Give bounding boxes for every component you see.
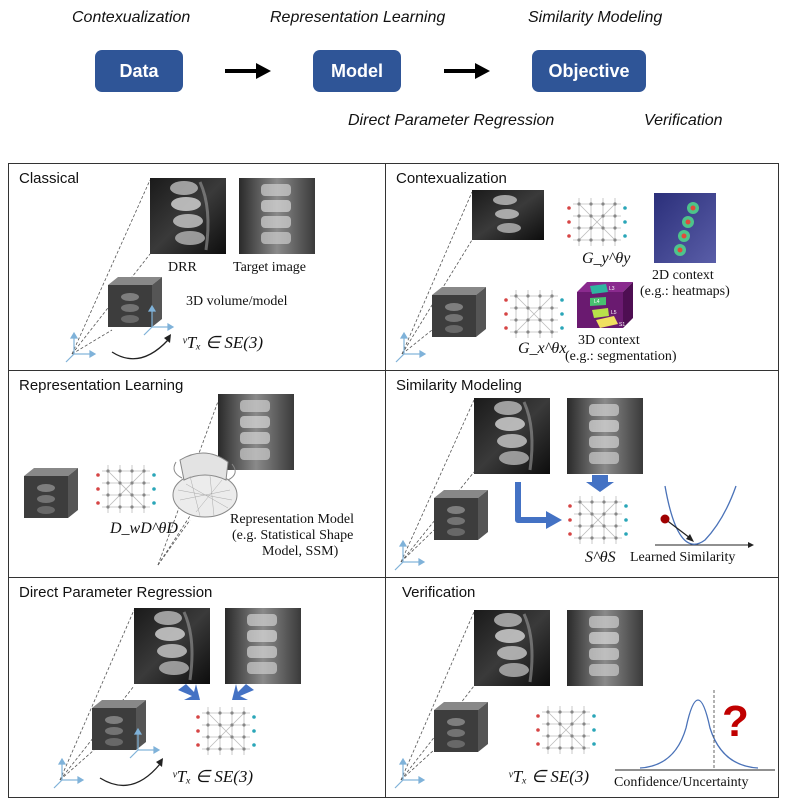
volume-cube (434, 702, 488, 752)
stage-similarity-modeling: Similarity Modeling (528, 9, 663, 26)
target-image (239, 178, 315, 254)
target-caption: Target image (233, 260, 307, 275)
target-image (567, 398, 643, 474)
gy-network-icon (566, 197, 628, 247)
stage-direct-parameter-regression: Direct Parameter Regression (348, 112, 555, 129)
target-image (225, 608, 301, 684)
volume-caption: 3D volume/model (186, 294, 288, 309)
similarity-curve (664, 485, 737, 545)
transform-formula: ᵛTₓ ∈ SE(3) (172, 767, 254, 786)
transform-formula: ᵛTₓ ∈ SE(3) (182, 333, 264, 352)
volume-cube (432, 287, 486, 337)
drr-to-network-arrow (178, 684, 200, 700)
pipeline-arrows (225, 63, 490, 79)
s-symbol: S^θS (585, 549, 616, 566)
panel-title: Verification (402, 584, 476, 601)
rep-model-line1: Representation Model (230, 512, 355, 527)
source-axes-icon (394, 540, 425, 571)
gy-symbol: G_y^θy (582, 250, 631, 267)
volume-cube (434, 490, 488, 540)
context3d-line1: 3D context (578, 333, 640, 348)
panel-title: Direct Parameter Regression (19, 584, 213, 601)
drr-image (472, 396, 552, 476)
vert-label-l5: L5 (611, 310, 617, 316)
target-image (567, 610, 643, 686)
question-mark: ? (722, 697, 749, 746)
panel-title: Representation Learning (19, 377, 184, 394)
gx-network-icon (503, 289, 565, 339)
classical-graphics (65, 176, 315, 363)
confidence-caption: Confidence/Uncertainty (614, 775, 749, 790)
learned-similarity-caption: Learned Similarity (630, 550, 736, 565)
verification-network-icon (535, 705, 597, 755)
transform-arc (99, 763, 161, 786)
regression-network-icon (195, 706, 257, 756)
stage-representation-learning: Representation Learning (270, 9, 446, 26)
panel-title: Similarity Modeling (396, 377, 522, 394)
source-axes-icon (394, 758, 425, 789)
arrow-data-model (225, 63, 271, 79)
heatmap-blobs (674, 202, 699, 256)
simmod-graphics (394, 396, 754, 571)
objective-box: Objective (532, 50, 646, 92)
transform-arc (111, 339, 169, 360)
replearn-graphics (24, 394, 294, 566)
target-to-network-arrow (586, 475, 614, 492)
transform-formula: ᵛTₓ ∈ SE(3) (508, 767, 590, 786)
panel-verification: Verification (385, 577, 779, 798)
source-axes-icon (65, 332, 96, 363)
context2d-line1: 2D context (652, 268, 714, 283)
ssm-mesh (172, 452, 238, 518)
current-estimate-dot (660, 514, 670, 524)
panel-title: Contexualization (396, 170, 507, 187)
rep-model-line3: Model, SSM) (262, 544, 339, 559)
drr-image (148, 176, 228, 256)
target-image (218, 394, 294, 470)
model-box: Model (313, 50, 401, 92)
verif-graphics (394, 608, 775, 789)
volume-cube (24, 468, 78, 518)
target-to-network-arrow (232, 684, 254, 700)
volume-cube (108, 277, 162, 327)
dpr-graphics (53, 606, 301, 789)
stage-verification: Verification (644, 112, 723, 129)
drr-image (472, 608, 552, 688)
stage-contexualization: Contexualization (72, 9, 191, 26)
drr-caption: DRR (168, 260, 197, 275)
s-network-icon (567, 495, 629, 545)
rep-model-line2: (e.g. Statistical Shape (232, 528, 354, 543)
uncertainty-plot (615, 690, 775, 771)
gx-symbol: G_x^θx (518, 340, 567, 357)
data-box: Data (95, 50, 183, 92)
drr-image (132, 606, 212, 686)
segmentation-cube (577, 282, 633, 328)
panel-title: Classical (19, 170, 80, 187)
dw-network-icon (95, 464, 157, 514)
dw-symbol: D_wD^θD (110, 520, 178, 537)
contex-graphics: L3 L4 L5 S1 (395, 190, 716, 363)
vert-label-s1: S1 (619, 322, 625, 328)
arrow-model-objective (444, 63, 490, 79)
distribution-curve (639, 699, 759, 769)
context2d-line2: (e.g.: heatmaps) (640, 284, 730, 299)
similarity-plot (655, 485, 754, 548)
vert-label-l3: L3 (609, 286, 615, 292)
vert-label-l4: L4 (594, 299, 600, 305)
context3d-line2: (e.g.: segmentation) (565, 349, 677, 364)
drr-to-network-arrow (515, 482, 548, 523)
